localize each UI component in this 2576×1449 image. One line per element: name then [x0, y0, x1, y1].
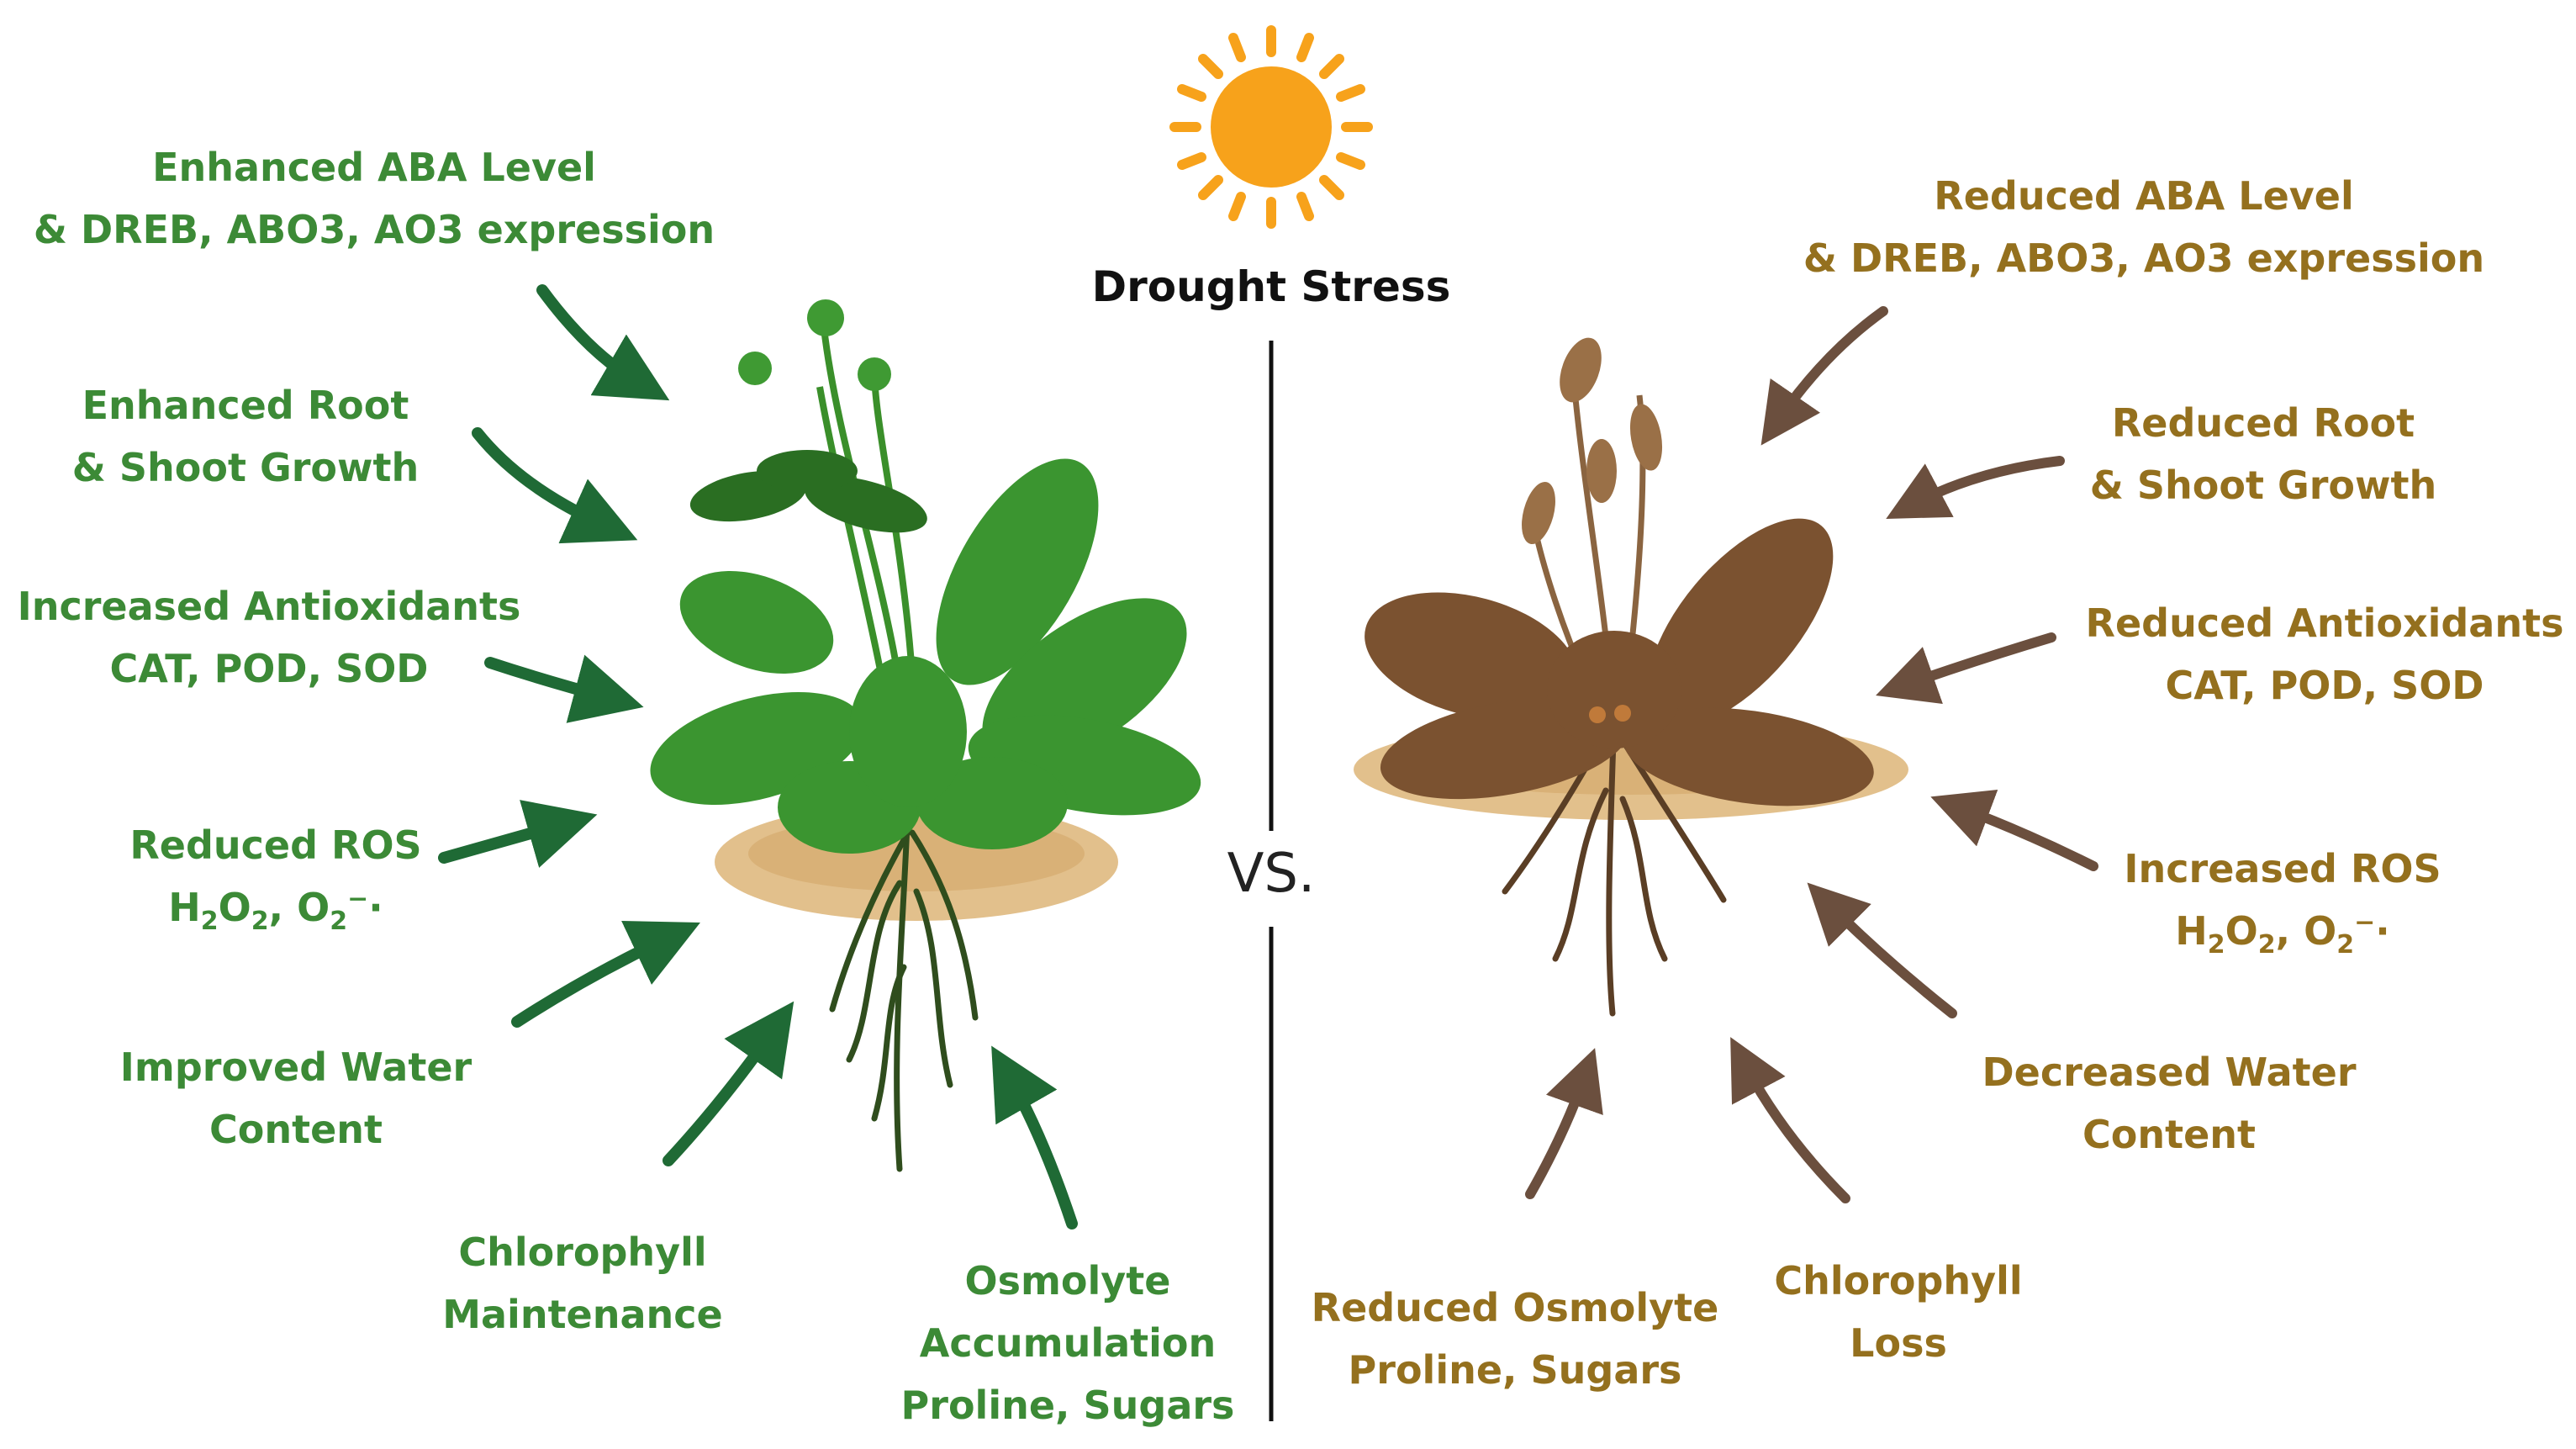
right-osmolyte-label: Reduced Osmolyte Proline, Sugars [1311, 1285, 1719, 1393]
healthy-plant-illustration [650, 299, 1201, 1172]
right-aba-label: Reduced ABA Level & DREB, ABO3, AO3 expr… [1803, 173, 2485, 281]
arrow-right-water [1807, 882, 1957, 1018]
arrow-right-antioxidants [1876, 632, 2056, 704]
right-water-label: Decreased Water Content [1982, 1050, 2357, 1157]
arrow-right-chlorophyll [1730, 1037, 1850, 1203]
right-chlorophyll-label: Chlorophyll Loss [1774, 1258, 2023, 1366]
arrow-right-osmolyte [1525, 1048, 1603, 1199]
arrow-right-ros [1930, 789, 2098, 871]
arrow-left-water [511, 921, 700, 1028]
arrow-right-growth [1886, 456, 2065, 519]
arrow-left-antioxidants [484, 654, 644, 723]
left-chlorophyll-label: Chlorophyll Maintenance [442, 1230, 723, 1337]
left-growth-label: Enhanced Root & Shoot Growth [71, 383, 420, 490]
arrow-left-aba [536, 284, 670, 401]
versus-label: VS. [1227, 843, 1316, 905]
left-antioxidants-label: Increased Antioxidants CAT, POD, SOD [17, 584, 521, 691]
arrow-left-growth [472, 427, 638, 544]
left-ros-formula: H2O2, O2−· [168, 884, 383, 937]
arrow-right-aba [1760, 306, 1888, 446]
arrow-left-chlorophyll [662, 1001, 794, 1166]
left-ros-label: Reduced ROS H2O2, O2−· [129, 814, 421, 939]
right-ros-label: Increased ROS H2O2, O2−· [2124, 838, 2441, 962]
right-antioxidants-label: Reduced Antioxidants CAT, POD, SOD [2085, 600, 2564, 708]
right-growth-label: Reduced Root & Shoot Growth [2089, 400, 2437, 508]
arrow-left-osmolyte [991, 1045, 1078, 1230]
stressed-plant-illustration [1354, 337, 1908, 1017]
left-water-label: Improved Water Content [119, 1044, 472, 1152]
arrow-left-ros [438, 800, 598, 868]
left-osmolyte-label: Osmolyte Accumulation Proline, Sugars [900, 1258, 1235, 1428]
left-aba-label: Enhanced ABA Level & DREB, ABO3, AO3 exp… [33, 145, 715, 252]
right-ros-formula: H2O2, O2−· [2175, 907, 2390, 960]
drought-stress-title: Drought Stress [1091, 262, 1451, 311]
sun-icon [1169, 25, 1373, 229]
